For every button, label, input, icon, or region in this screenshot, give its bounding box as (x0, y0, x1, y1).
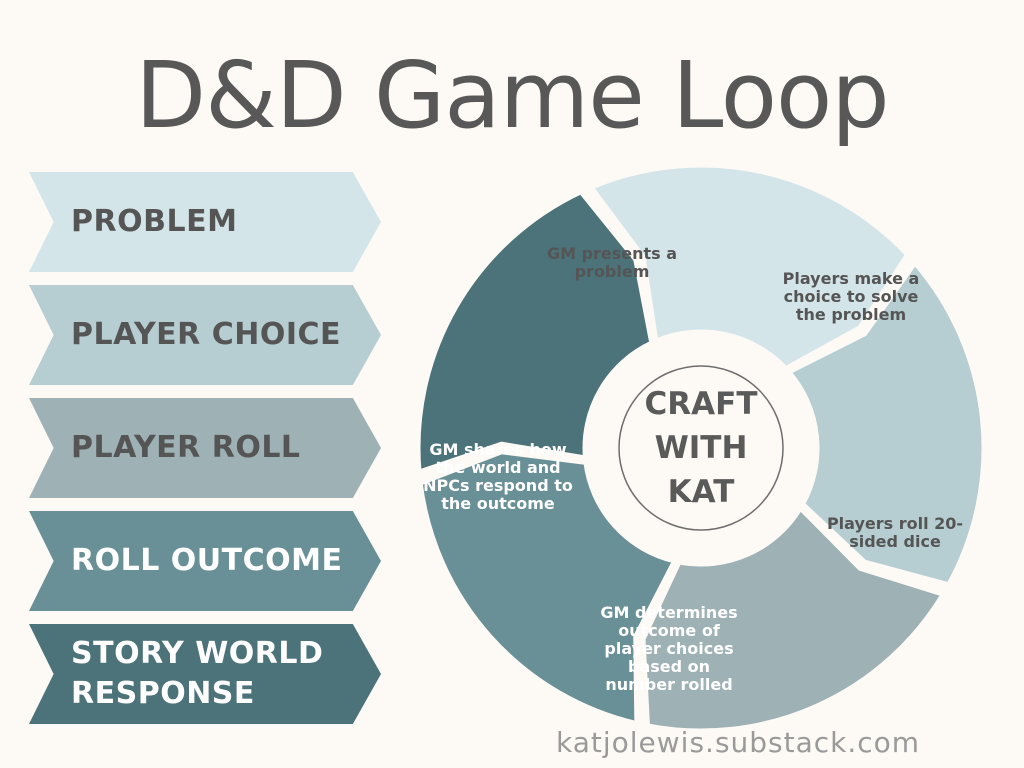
step-label: PLAYER CHOICE (71, 317, 342, 352)
step-label: ROLL OUTCOME (71, 543, 343, 578)
footer-url: katjolewis.substack.com (556, 726, 921, 759)
center-label-line: CRAFT (645, 386, 758, 422)
step-story-world-response: STORY WORLD RESPONSE (29, 624, 381, 724)
step-player-roll: PLAYER ROLL (29, 398, 381, 498)
step-roll-outcome: ROLL OUTCOME (29, 511, 381, 611)
step-problem: PROBLEM (29, 172, 381, 272)
segment-label-line: Players roll 20- (827, 514, 963, 533)
segment-label-line: problem (575, 262, 650, 281)
segment-label-line: the outcome (441, 494, 555, 513)
segment-label-line: outcome of (618, 621, 721, 640)
segment-label-line: Players make a (783, 269, 920, 288)
center-label-line: WITH (655, 430, 748, 466)
segment-label-line: the problem (796, 305, 906, 324)
segment-label-line: GM determines (600, 603, 737, 622)
center-label: CRAFT WITH KAT (645, 386, 758, 510)
step-player-choice: PLAYER CHOICE (29, 285, 381, 385)
step-label: PLAYER ROLL (71, 430, 301, 465)
page-title: D&D Game Loop (135, 42, 889, 149)
segment-label-line: based on (628, 657, 710, 676)
segment-label-line: player choices (604, 639, 733, 658)
segment-label-line: GM presents a (547, 244, 677, 263)
center-badge (618, 365, 784, 531)
segment-label-line: number rolled (605, 675, 732, 694)
center-label-line: KAT (668, 474, 735, 510)
segment-label: Players roll 20-sided dice (827, 514, 963, 551)
segment-label-line: the world and (435, 458, 560, 477)
step-label: PROBLEM (71, 204, 238, 239)
segment-label-line: sided dice (849, 532, 941, 551)
segment-label-line: GM shares how (429, 440, 567, 459)
step-label: STORY WORLD RESPONSE (71, 636, 324, 711)
segment-label-line: NPCs respond to (423, 476, 573, 495)
segment-label-line: choice to solve (784, 287, 919, 306)
